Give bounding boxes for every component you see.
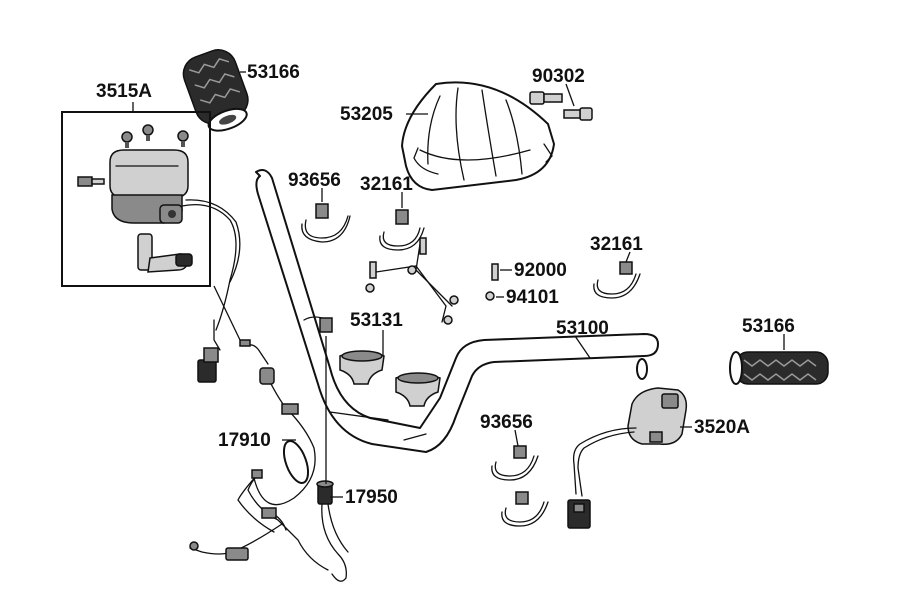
label-93656-bottom: 93656 bbox=[480, 412, 533, 433]
throttle-cables bbox=[189, 367, 349, 582]
label-3520a: 3520A bbox=[694, 417, 750, 438]
brake-switch-connector bbox=[197, 359, 217, 383]
brake-master-box bbox=[61, 111, 211, 287]
label-32161-right: 32161 bbox=[590, 234, 643, 255]
label-32161-left: 32161 bbox=[360, 174, 413, 195]
label-53166-right: 53166 bbox=[742, 316, 795, 337]
label-93656-top: 93656 bbox=[288, 170, 341, 191]
label-3515a: 3515A bbox=[96, 81, 152, 102]
label-94101: 94101 bbox=[506, 287, 559, 308]
label-53131: 53131 bbox=[350, 310, 403, 331]
label-53166-top: 53166 bbox=[247, 62, 300, 83]
handlebar-cover bbox=[401, 81, 555, 191]
band-32161-right bbox=[593, 261, 641, 299]
handlebar-holders bbox=[339, 350, 441, 407]
band-93656-top bbox=[301, 203, 351, 243]
label-92000: 92000 bbox=[514, 260, 567, 281]
handlebar bbox=[255, 169, 659, 453]
left-grip bbox=[182, 49, 249, 132]
right-grip bbox=[729, 351, 829, 385]
cable-bracket bbox=[365, 237, 499, 325]
band-93656-bottom bbox=[491, 445, 549, 527]
label-53100: 53100 bbox=[556, 318, 609, 339]
label-53205: 53205 bbox=[340, 104, 393, 125]
label-90302: 90302 bbox=[532, 66, 585, 87]
band-32161-left bbox=[379, 209, 425, 251]
brake-master-cylinder bbox=[77, 124, 193, 273]
label-17910: 17910 bbox=[218, 430, 271, 451]
right-switch-assembly bbox=[567, 387, 688, 529]
bolts-90302 bbox=[529, 91, 593, 121]
label-17950: 17950 bbox=[345, 487, 398, 508]
